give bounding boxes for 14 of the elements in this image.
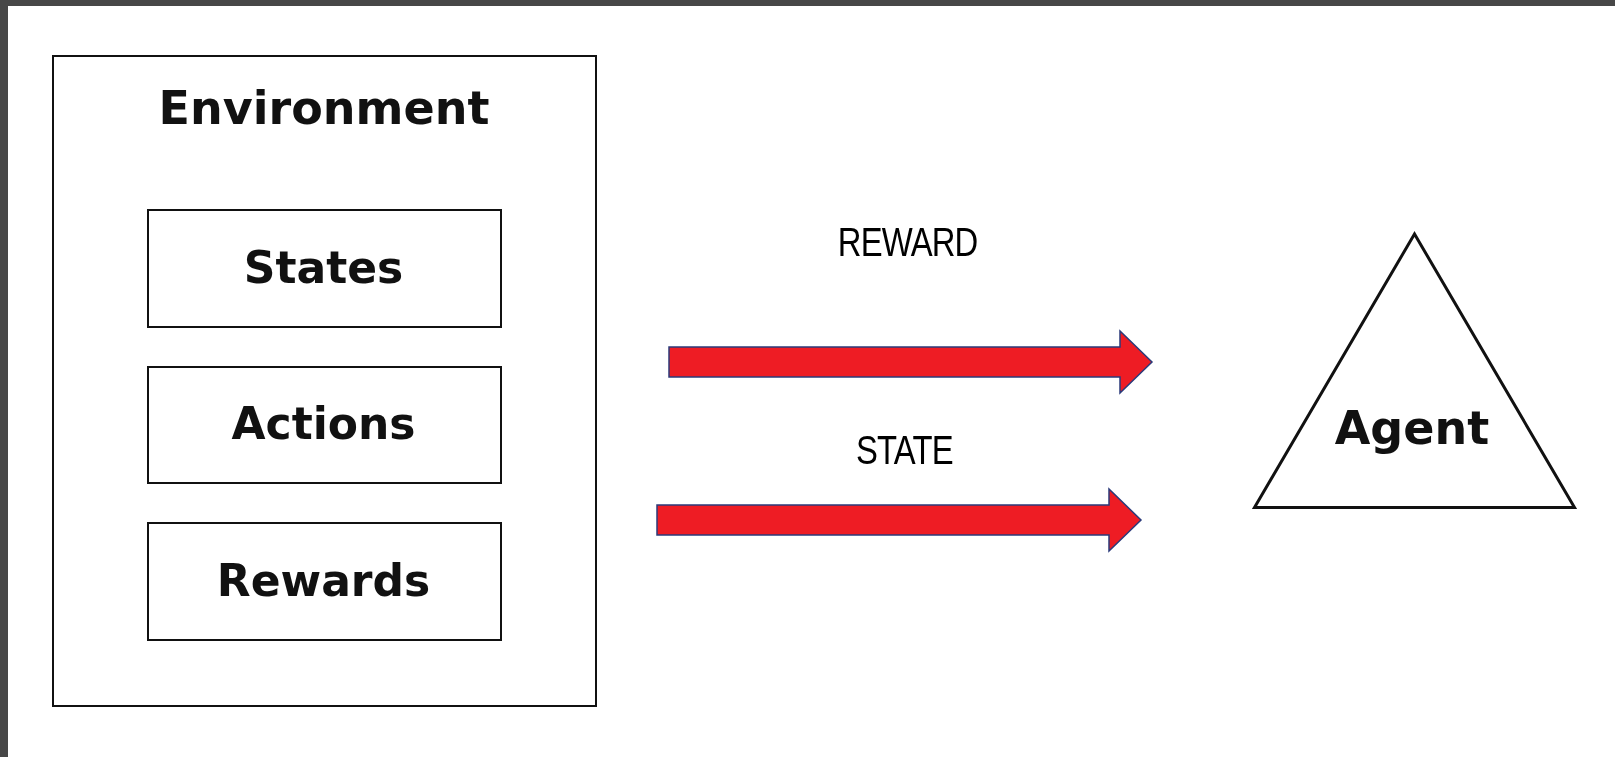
edge-label: STATE — [856, 428, 953, 473]
process-box — [146, 365, 502, 484]
node-label: States — [243, 241, 404, 293]
block-arrow — [656, 487, 1143, 553]
process-box — [146, 521, 502, 641]
node-label: Rewards — [216, 554, 431, 606]
node-label: Environment — [158, 81, 490, 135]
edge-label: REWARD — [837, 220, 977, 265]
process-box — [146, 208, 502, 328]
container-box — [52, 55, 597, 707]
node-label: Actions — [231, 398, 416, 449]
node-label: Agent — [1334, 401, 1490, 456]
block-arrow — [668, 329, 1154, 395]
triangle-node — [1253, 232, 1576, 509]
